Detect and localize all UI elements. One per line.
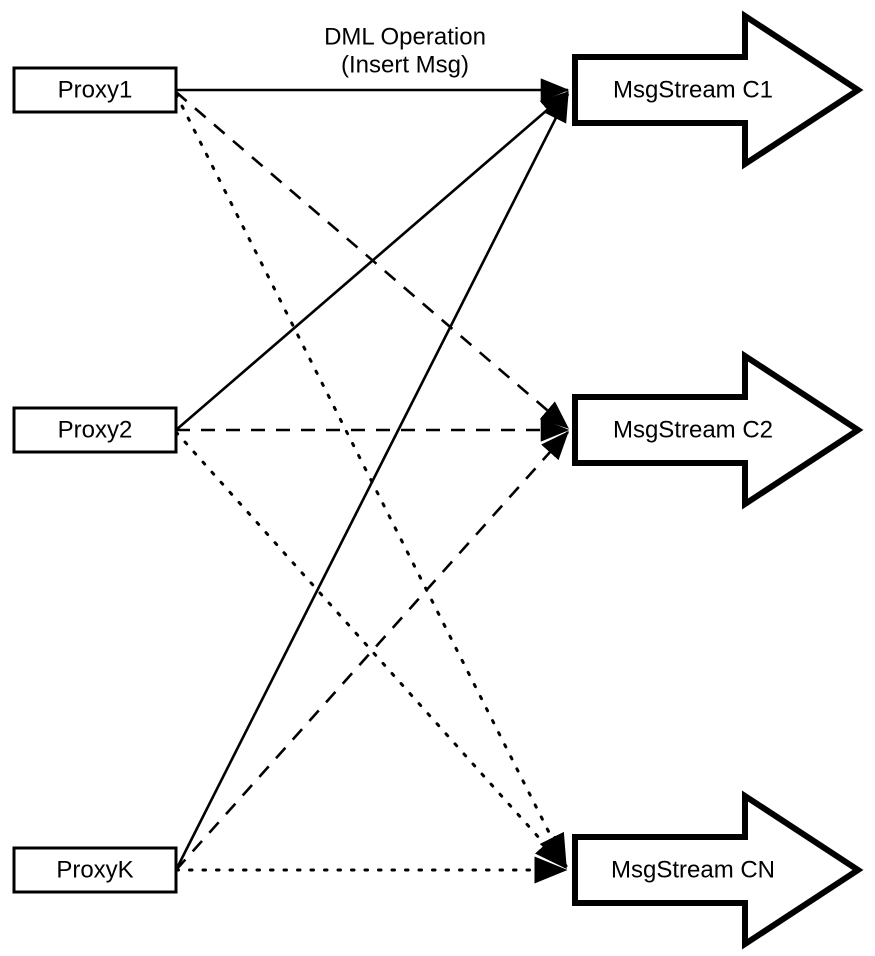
proxy-label: Proxy2 <box>58 416 133 443</box>
streams-layer: MsgStream C1 MsgStream C2 MsgStream CN <box>572 10 864 950</box>
stream-arrow-shape <box>572 10 864 170</box>
proxy-label: ProxyK <box>56 856 133 883</box>
stream-label: MsgStream C1 <box>613 76 773 103</box>
stream-c2: MsgStream C2 <box>572 350 864 510</box>
proxy-box <box>12 406 178 454</box>
caption-line-2: (Insert Msg) <box>341 51 469 78</box>
proxy-box <box>12 66 178 114</box>
stream-label: MsgStream CN <box>611 856 775 883</box>
edges-layer <box>174 78 570 884</box>
proxy-node-proxyk: ProxyK <box>12 846 178 894</box>
edge-proxyk-c1 <box>174 92 570 871</box>
edge-line-solid <box>175 91 569 431</box>
edge-proxy2-cn <box>174 430 568 870</box>
proxy-box <box>12 846 178 894</box>
edge-proxy2-c1 <box>175 91 569 431</box>
stream-cn: MsgStream CN <box>572 790 864 950</box>
edge-line-solid <box>174 92 570 871</box>
proxy-label: Proxy1 <box>58 76 133 103</box>
proxy-node-proxy1: Proxy1 <box>12 66 178 114</box>
stream-label: MsgStream C2 <box>613 416 773 443</box>
edge-line-dotted <box>174 430 568 870</box>
stream-arrow-shape <box>572 790 864 950</box>
caption-line-1: DML Operation <box>324 23 486 50</box>
stream-arrow-shape <box>572 350 864 510</box>
edge-line-dotted <box>174 92 568 868</box>
stream-c1: MsgStream C1 <box>572 10 864 170</box>
edge-proxy1-cn <box>174 92 568 868</box>
dml-operation-caption: DML Operation (Insert Msg) <box>324 23 486 78</box>
proxy-node-proxy2: Proxy2 <box>12 406 178 454</box>
